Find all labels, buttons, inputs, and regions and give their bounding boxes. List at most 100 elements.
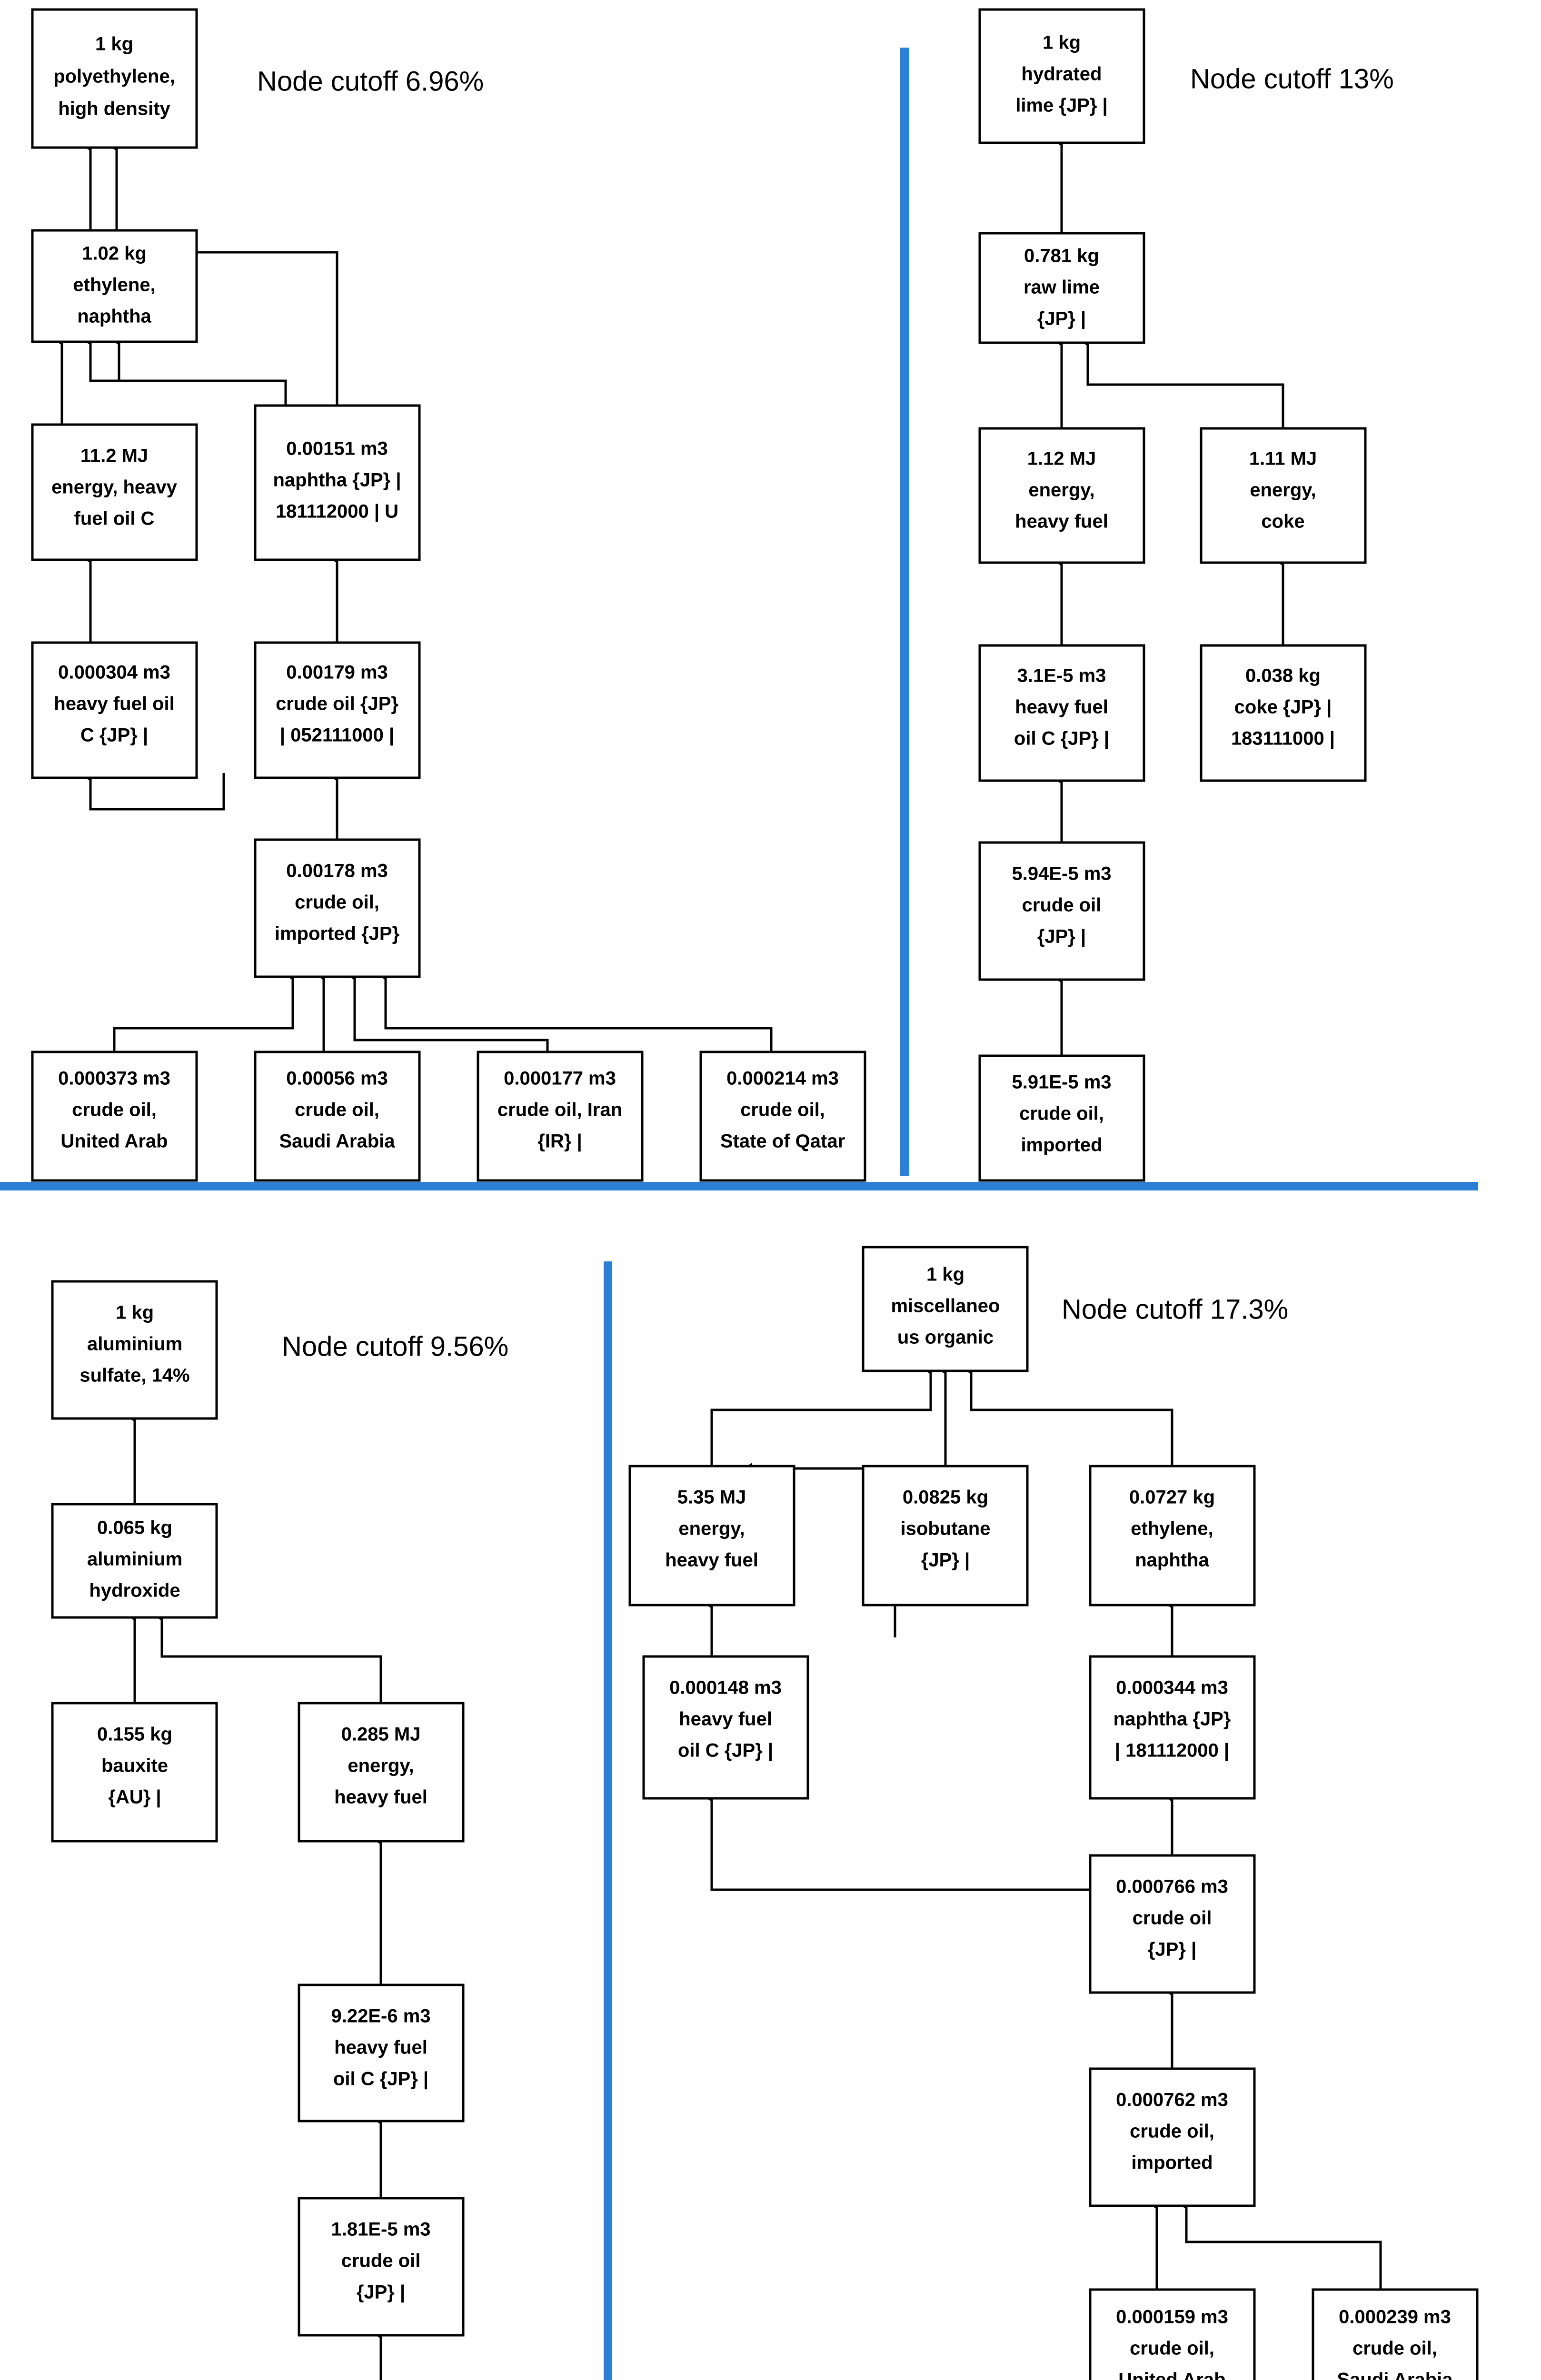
node-line: hydroxide: [89, 1580, 180, 1601]
edge-pe-imp-to-hfo: [85, 773, 225, 811]
node-line: Saudi Arabia: [1337, 2370, 1453, 2380]
node-hl-hfo[interactable]: 3.1E-5 m3 heavy fuel oil C {JP} |: [978, 644, 1145, 782]
node-line: energy,: [1250, 480, 1316, 501]
node-pe-eth[interactable]: 1.02 kg ethylene, naphtha: [31, 229, 198, 343]
node-line: 1 kg: [116, 1302, 154, 1323]
node-line: 0.781 kg: [1024, 246, 1099, 267]
edge-pe-naph-to-root: [111, 144, 338, 406]
node-line: 1.12 MJ: [1027, 448, 1096, 469]
node-line: United Arab: [1118, 2370, 1225, 2380]
node-pe-energy[interactable]: 11.2 MJ energy, heavy fuel oil C: [31, 423, 198, 561]
cutoff-label-polyethylene: Node cutoff 6.96%: [257, 66, 484, 97]
node-as-hfo[interactable]: 9.22E-6 m3 heavy fuel oil C {JP} |: [298, 1983, 465, 2122]
edge-as-energy-to-hyd: [157, 1614, 382, 1703]
node-line: bauxite: [101, 1755, 168, 1776]
node-pe-sau[interactable]: 0.00056 m3 crude oil, Saudi Arabia: [254, 1051, 421, 1182]
node-as-energy[interactable]: 0.285 MJ energy, heavy fuel: [298, 1702, 465, 1843]
node-line: energy,: [678, 1518, 745, 1539]
node-line: {JP} |: [357, 2282, 405, 2303]
node-line: 3.1E-5 m3: [1017, 665, 1106, 686]
node-line: hydrated: [1022, 64, 1102, 85]
node-line: crude oil,: [295, 1100, 379, 1121]
node-pe-irn[interactable]: 0.000177 m3 crude oil, Iran {IR} |: [477, 1051, 644, 1182]
edge-group-aluminium-sulfate: [129, 1415, 382, 2380]
node-line: naphtha: [1135, 1550, 1209, 1571]
node-line: naphtha {JP}: [1113, 1709, 1231, 1730]
node-line: Saudi Arabia: [279, 1131, 395, 1152]
node-line: heavy fuel: [334, 2037, 428, 2058]
node-hl-root[interactable]: 1 kg hydrated lime {JP} |: [978, 8, 1145, 144]
edge-mo-eth-to-root: [966, 1368, 1173, 1466]
node-mo-eth[interactable]: 0.0727 kg ethylene, naphtha: [1089, 1465, 1256, 1606]
node-mo-iso[interactable]: 0.0825 kg isobutane {JP} |: [862, 1465, 1029, 1606]
node-line: lime {JP} |: [1015, 95, 1108, 116]
node-line: {IR} |: [537, 1131, 582, 1152]
node-hl-crude[interactable]: 5.94E-5 m3 crude oil {JP} |: [978, 841, 1145, 981]
node-pe-qat[interactable]: 0.000214 m3 crude oil, State of Qatar: [699, 1051, 866, 1182]
node-as-root[interactable]: 1 kg aluminium sulfate, 14%: [51, 1280, 218, 1420]
node-mo-uae[interactable]: 0.000159 m3 crude oil, United Arab: [1089, 2288, 1256, 2380]
node-mo-root[interactable]: 1 kg miscellaneo us organic: [862, 1246, 1029, 1372]
node-as-hyd[interactable]: 0.065 kg aluminium hydroxide: [51, 1503, 218, 1619]
node-line: naphtha: [77, 306, 151, 327]
node-line: United Arab: [60, 1131, 168, 1152]
edge-pe-qat-to-imp: [380, 973, 773, 1052]
node-line: {JP} |: [921, 1550, 970, 1571]
node-line: crude oil,: [72, 1100, 157, 1121]
node-pe-naph[interactable]: 0.00151 m3 naphtha {JP} | 181112000 | U: [254, 404, 421, 561]
node-line: 0.000159 m3: [1116, 2307, 1228, 2328]
node-line: heavy fuel: [334, 1787, 428, 1808]
edge-pe-uae-to-imp: [113, 973, 294, 1052]
node-line: crude oil,: [295, 892, 379, 913]
node-line: 0.000762 m3: [1116, 2090, 1228, 2111]
node-pe-imp[interactable]: 0.00178 m3 crude oil, imported {JP}: [254, 838, 421, 978]
node-line: heavy fuel oil: [54, 694, 174, 714]
node-hl-eheat[interactable]: 1.12 MJ energy, heavy fuel: [978, 427, 1145, 564]
node-line: 0.00151 m3: [286, 438, 388, 459]
node-as-crude[interactable]: 1.81E-5 m3 crude oil {JP} |: [298, 2197, 465, 2337]
node-pe-crude[interactable]: 0.00179 m3 crude oil {JP} | 052111000 |: [254, 641, 421, 779]
node-line: polyethylene,: [53, 66, 175, 87]
node-line: isobutane: [901, 1518, 991, 1539]
panel-misc-organic: 1 kg miscellaneo us organic 5.35 MJ ener…: [628, 1246, 1479, 2380]
node-line: fuel oil C: [74, 508, 155, 529]
node-line: oil C {JP} |: [1014, 728, 1109, 749]
node-line: 0.038 kg: [1245, 665, 1321, 686]
node-mo-naph[interactable]: 0.000344 m3 naphtha {JP} | 181112000 |: [1089, 1655, 1256, 1800]
node-line: 1.81E-5 m3: [331, 2219, 430, 2240]
node-line: 0.065 kg: [97, 1517, 172, 1538]
edge-group-hydrated-lime: [1056, 139, 1284, 1056]
node-line: aluminium: [87, 1549, 182, 1570]
node-line: ethylene,: [73, 275, 155, 296]
node-hl-coke[interactable]: 0.038 kg coke {JP} | 183111000 |: [1200, 644, 1367, 782]
node-as-baux[interactable]: 0.155 kg bauxite {AU} |: [51, 1702, 218, 1843]
node-hl-raw[interactable]: 0.781 kg raw lime {JP} |: [978, 232, 1145, 344]
node-mo-imp[interactable]: 0.000762 m3 crude oil, imported: [1089, 2067, 1256, 2207]
node-hl-imp[interactable]: 5.91E-5 m3 crude oil, imported: [978, 1054, 1145, 1182]
node-hl-ecoke[interactable]: 1.11 MJ energy, coke: [1200, 427, 1367, 564]
node-mo-hfo[interactable]: 0.000148 m3 heavy fuel oil C {JP} |: [642, 1655, 809, 1800]
cutoff-label-hydrated-lime: Node cutoff 13%: [1190, 63, 1394, 94]
node-mo-energy[interactable]: 5.35 MJ energy, heavy fuel: [628, 1465, 795, 1606]
node-line: 0.00178 m3: [286, 861, 388, 882]
node-mo-sau[interactable]: 0.000239 m3 crude oil, Saudi Arabia: [1312, 2288, 1479, 2380]
node-line: 0.000304 m3: [58, 662, 170, 683]
node-mo-crude[interactable]: 0.000766 m3 crude oil {JP} |: [1089, 1854, 1256, 1994]
node-pe-uae[interactable]: 0.000373 m3 crude oil, United Arab: [31, 1051, 198, 1182]
edge-pe-irn-to-imp: [349, 973, 549, 1052]
node-line: crude oil,: [1130, 2121, 1214, 2142]
node-line: raw lime: [1024, 277, 1100, 298]
node-line: crude oil, Iran: [497, 1100, 622, 1121]
node-line: C {JP} |: [80, 725, 148, 746]
node-line: {AU} |: [108, 1787, 161, 1808]
node-line: aluminium: [87, 1334, 182, 1355]
node-line: 0.000373 m3: [58, 1068, 170, 1089]
node-line: 183111000 |: [1231, 728, 1335, 749]
node-line: 0.0727 kg: [1129, 1487, 1215, 1508]
node-line: 5.35 MJ: [677, 1487, 746, 1508]
node-pe-hfo[interactable]: 0.000304 m3 heavy fuel oil C {JP} |: [31, 641, 198, 779]
node-pe-root[interactable]: 1 kg polyethylene, high density: [31, 8, 198, 149]
node-line: crude oil: [1022, 895, 1102, 916]
node-line: heavy fuel: [665, 1550, 758, 1571]
